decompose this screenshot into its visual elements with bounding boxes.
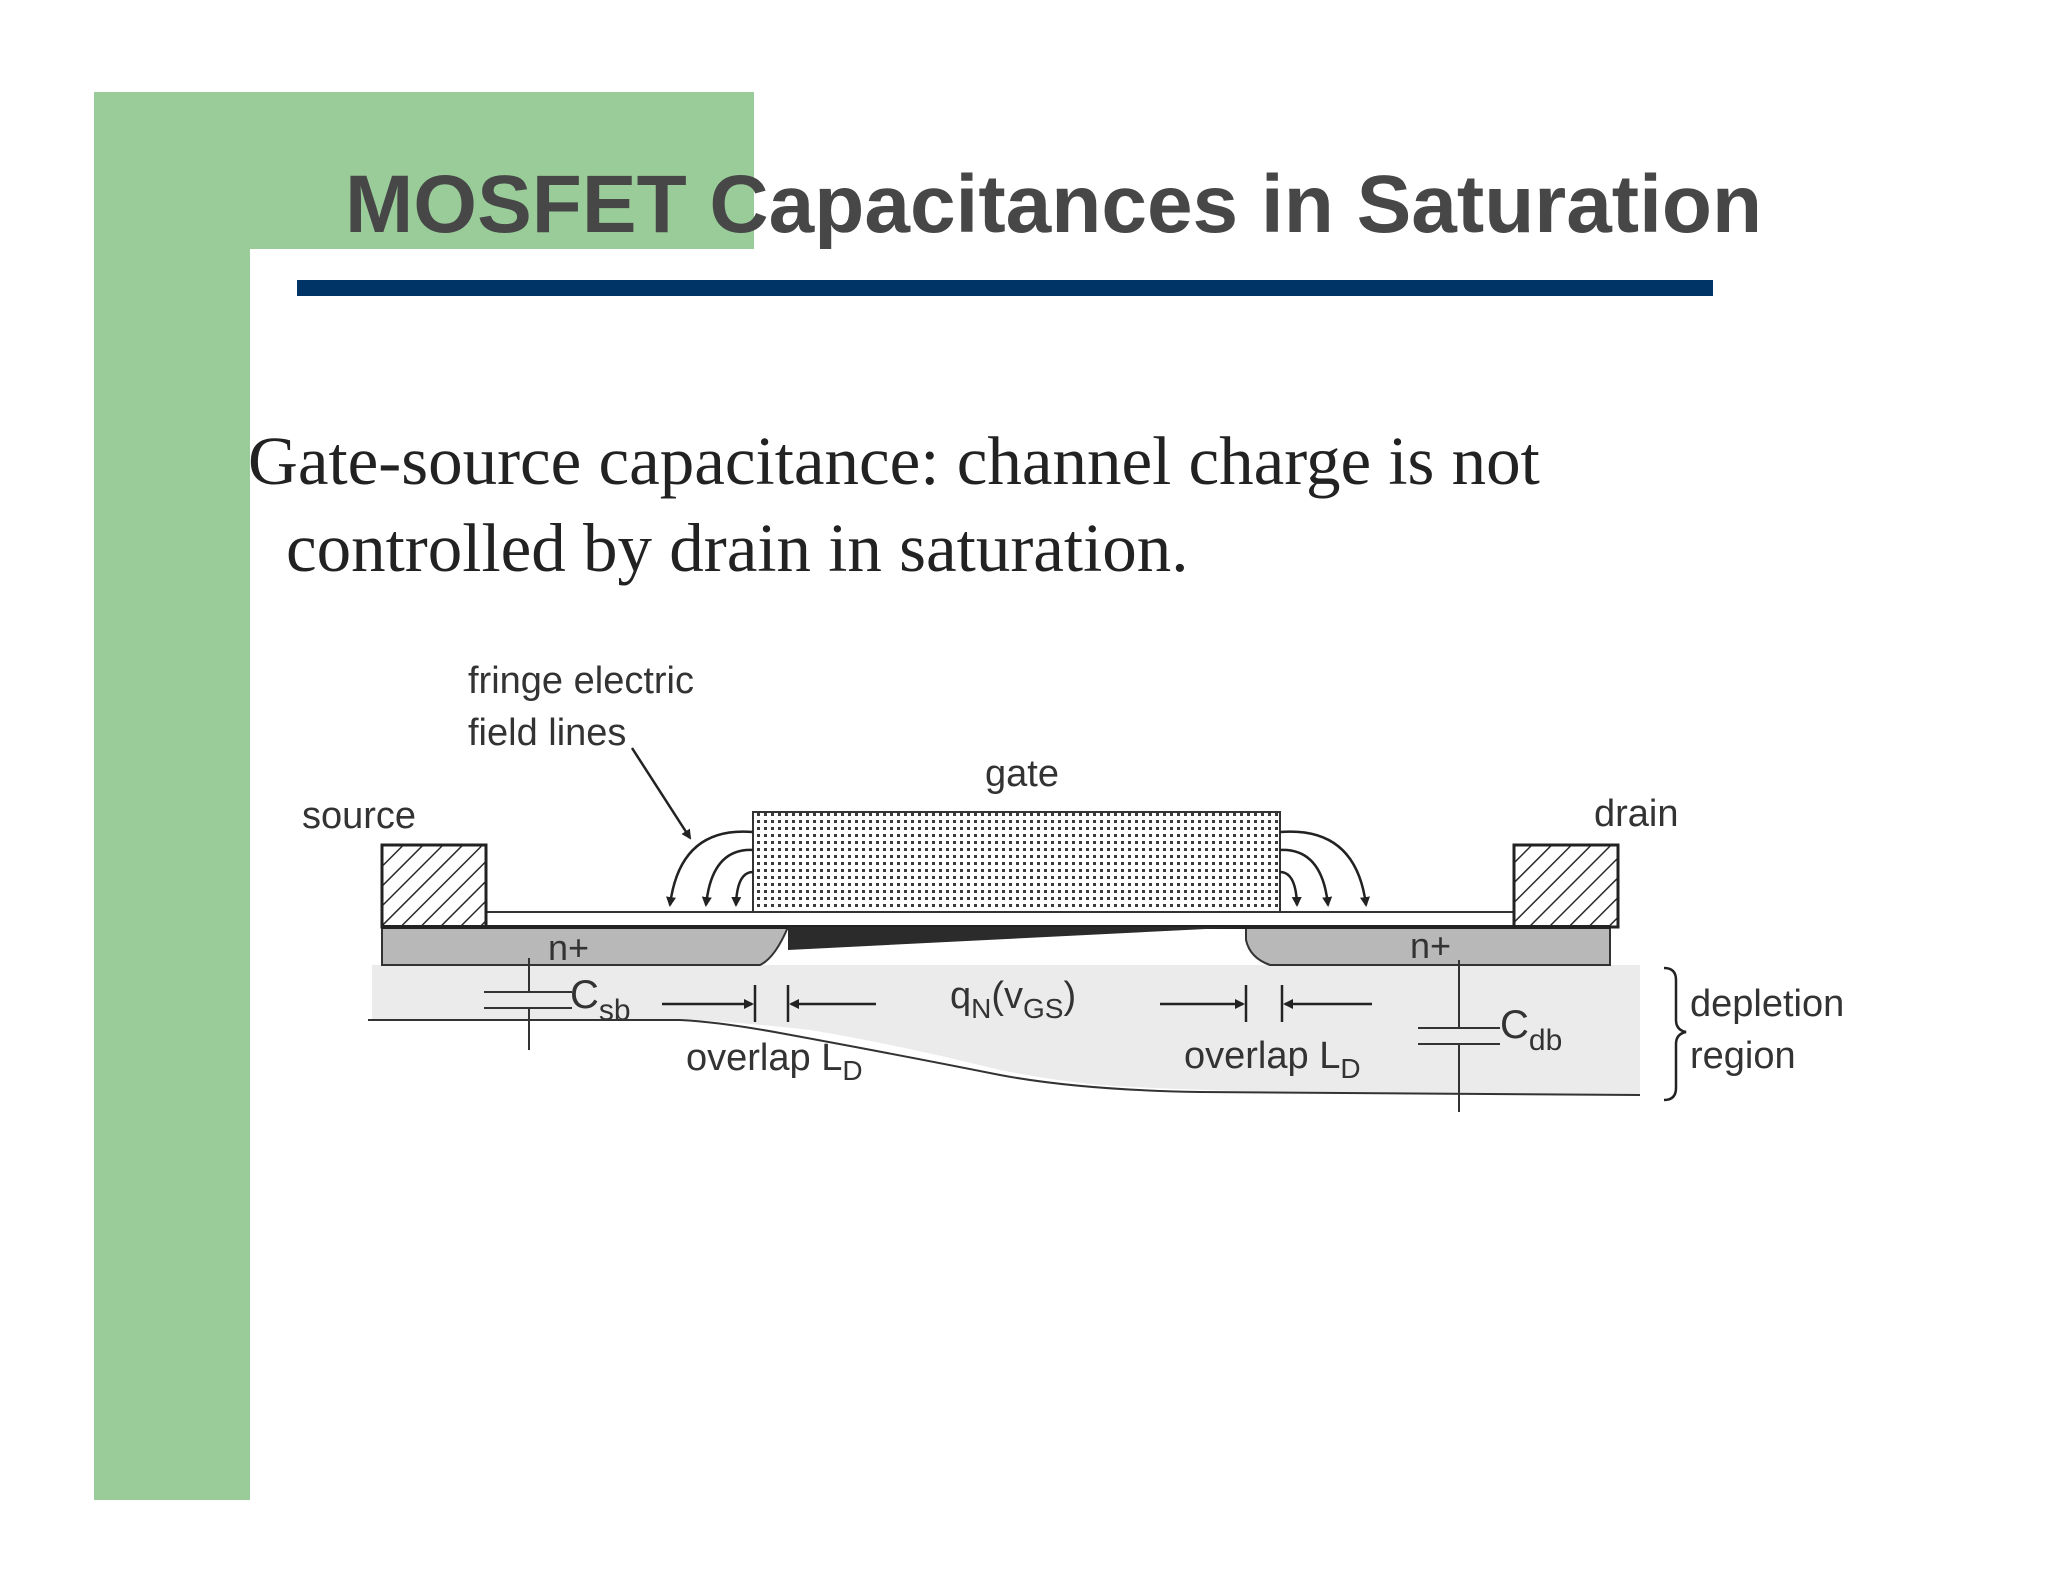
overlap-right-subscript: D <box>1340 1053 1360 1084</box>
q-main: q <box>950 975 971 1017</box>
depletion-label-line-2: region <box>1690 1035 1796 1077</box>
overlap-right-main: overlap L <box>1184 1035 1340 1077</box>
cdb-main: C <box>1500 1003 1529 1047</box>
overlap-left-subscript: D <box>842 1055 862 1086</box>
fringe-label-line-2: field lines <box>468 712 626 754</box>
drain-label: drain <box>1594 793 1679 835</box>
fringe-label-line-1: fringe electric <box>468 660 694 702</box>
cdb-subscript: db <box>1529 1024 1562 1057</box>
csb-subscript: sb <box>599 994 631 1027</box>
q-paren-close: ) <box>1064 975 1077 1017</box>
drain-contact <box>1512 843 1620 929</box>
csb-main: C <box>570 973 599 1017</box>
csb-label: Csb <box>570 973 631 1027</box>
depletion-region <box>372 965 1640 1095</box>
fringe-field-line <box>666 830 754 907</box>
content-panel-corner <box>250 249 850 1549</box>
cdb-label: Cdb <box>1500 1003 1562 1057</box>
n-plus-drain-label: n+ <box>1410 925 1451 966</box>
q-paren-open: (v <box>991 975 1023 1017</box>
gate-electrode <box>752 811 1281 913</box>
fringe-field-line <box>1279 830 1370 907</box>
channel-charge-label: qN(vGS) <box>950 975 1076 1024</box>
channel-inversion-layer <box>788 927 1246 950</box>
depletion-label-line-1: depletion <box>1690 983 1844 1025</box>
overlap-right-label: overlap LD <box>1184 1035 1361 1084</box>
source-contact <box>380 843 488 929</box>
green-accent-bar-left <box>94 92 250 1500</box>
depletion-boundary-curve <box>679 1019 1641 1096</box>
gate-label: gate <box>985 753 1059 795</box>
body-line-1: Gate-source capacitance: channel charge … <box>248 423 1540 499</box>
q-subscript: N <box>971 993 991 1024</box>
overlap-left-main: overlap L <box>686 1037 842 1079</box>
n-plus-drain-region <box>1245 926 1611 966</box>
fringe-field-line <box>701 848 754 907</box>
fringe-label-pointer <box>630 747 692 840</box>
title-underline-rule <box>297 280 1713 296</box>
overlap-left-label: overlap LD <box>686 1037 863 1086</box>
n-plus-source-label: n+ <box>548 927 589 968</box>
q-subscript-gs: GS <box>1023 993 1063 1024</box>
fringe-field-line <box>1279 848 1333 907</box>
source-label: source <box>302 795 416 837</box>
slide-title: MOSFET Capacitances in Saturation <box>345 159 1763 250</box>
body-text: Gate-source capacitance: channel charge … <box>248 418 1748 592</box>
depletion-bracket <box>1663 966 1687 1102</box>
fringe-field-line <box>1279 870 1302 907</box>
body-line-2: controlled by drain in saturation. <box>286 510 1189 586</box>
fringe-field-line <box>731 870 754 907</box>
